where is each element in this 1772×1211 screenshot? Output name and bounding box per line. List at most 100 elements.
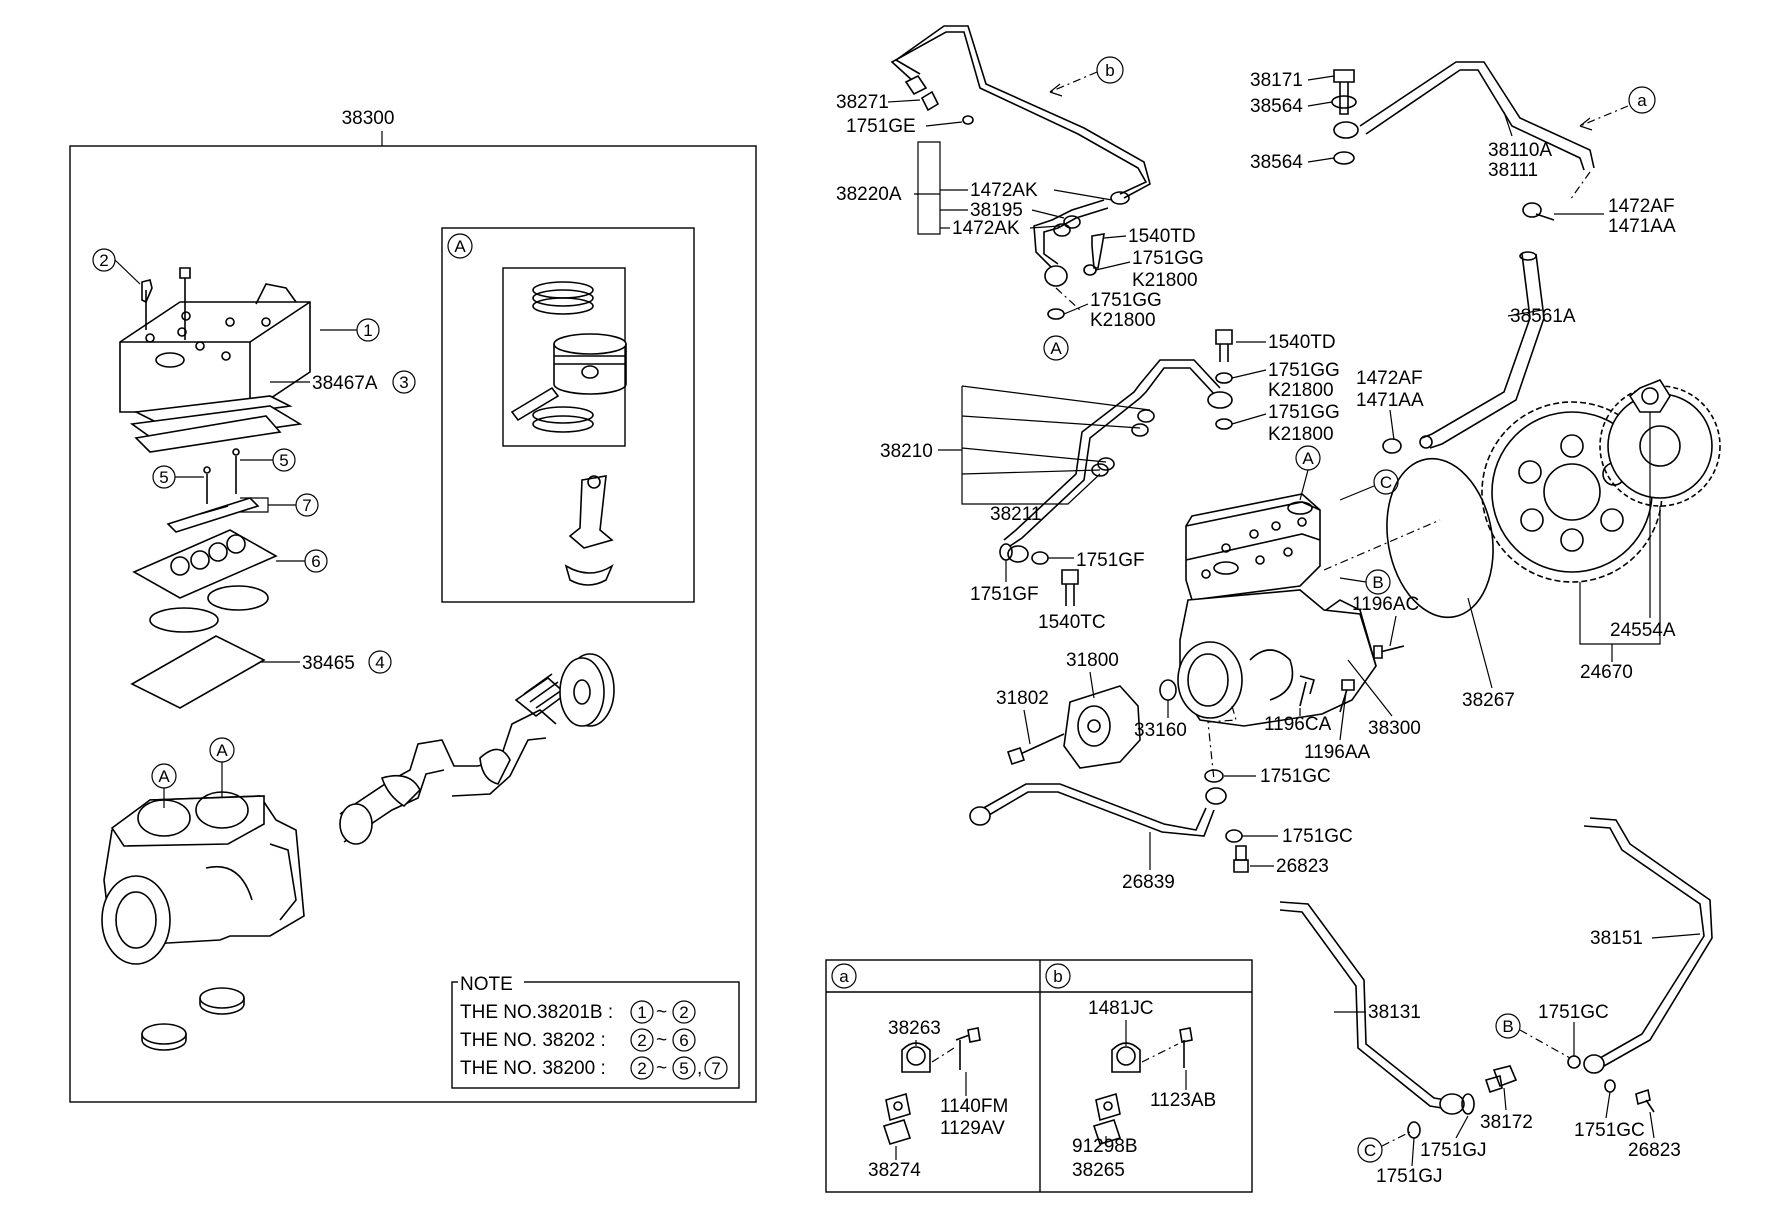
mark-b2: B <box>1502 1017 1513 1036</box>
label-38172: 38172 <box>1480 1112 1533 1133</box>
note-line-3-sep: ~ <box>656 1058 667 1079</box>
coupling-31800 <box>1063 685 1141 769</box>
label-1751gc-1: 1751GC <box>1260 766 1331 787</box>
callout-1: 1 <box>363 321 372 340</box>
label-1196ca: 1196CA <box>1264 714 1332 735</box>
label-24670: 24670 <box>1580 662 1633 683</box>
label-1751gc-4: 1751GC <box>1574 1120 1645 1141</box>
label-k21800-1: K21800 <box>1132 270 1198 291</box>
detail-a-box <box>441 227 695 603</box>
label-1751gf-1: 1751GF <box>1076 550 1145 571</box>
bolt-1196aa <box>1339 679 1355 713</box>
pipe-38220a <box>890 25 1151 269</box>
label-1751gf-2: 1751GF <box>970 584 1039 605</box>
label-26839: 26839 <box>1122 872 1175 893</box>
label-38467a: 38467A <box>312 373 378 394</box>
label-1751ge: 1751GE <box>846 116 916 137</box>
legend-b-1481jc: 1481JC <box>1088 998 1154 1019</box>
note-line-2-sep: ~ <box>656 1030 667 1051</box>
oil-pipe-26839 <box>969 783 1227 837</box>
label-1472af-2: 1472AF <box>1356 368 1423 389</box>
label-38195: 38195 <box>970 200 1023 221</box>
svg-text:,: , <box>697 1058 702 1079</box>
pipe-38210 <box>1003 359 1233 563</box>
screw-5-right <box>232 448 240 494</box>
label-38271: 38271 <box>836 92 889 113</box>
piston <box>553 333 627 395</box>
mark-a-left-1: A <box>158 767 170 786</box>
legend-b-1123ab: 1123AB <box>1150 1090 1216 1111</box>
note-line-2: THE NO. 38202 : 2 ~ 6 <box>460 1028 696 1052</box>
label-1472ak-2: 1472AK <box>952 218 1020 239</box>
label-38267: 38267 <box>1462 690 1515 711</box>
callout-5a: 5 <box>159 468 168 487</box>
pipe-38151 <box>1583 817 1713 1074</box>
label-33160: 33160 <box>1134 720 1187 741</box>
note-line-1-c1: 1 <box>637 1003 646 1022</box>
callout-6: 6 <box>311 552 320 571</box>
label-1471aa-1: 1471AA <box>1608 216 1676 237</box>
note-line-3-c2: 5 <box>679 1059 688 1078</box>
mark-a-mid: A <box>1302 449 1314 468</box>
crank-pulley <box>559 653 615 727</box>
clamp-a <box>882 1027 981 1145</box>
legend-a-1129av: 1129AV <box>940 1118 1005 1139</box>
marker-a-top: a <box>1637 91 1647 110</box>
label-26823-2: 26823 <box>1628 1140 1681 1161</box>
cylinder-head <box>119 283 311 413</box>
label-1751gg-4: 1751GG <box>1268 402 1340 423</box>
label-38111: 38111 <box>1488 160 1538 181</box>
callout-2: 2 <box>99 251 108 270</box>
head-bolt-center <box>179 267 191 340</box>
legend-box <box>825 959 1253 1193</box>
label-1471aa-2: 1471AA <box>1356 390 1424 411</box>
legend-a-38274: 38274 <box>868 1160 921 1181</box>
connecting-rod <box>564 475 614 586</box>
label-1196ac: 1196AC <box>1352 594 1419 615</box>
label-31802: 31802 <box>996 688 1049 709</box>
legend-marker-b: b <box>1053 967 1062 986</box>
clamp-1472af-top <box>1522 202 1555 221</box>
label-1472af-1: 1472AF <box>1608 196 1675 217</box>
crankshaft <box>339 673 568 845</box>
label-38210: 38210 <box>880 441 933 462</box>
note-line-1-c2: 2 <box>679 1003 688 1022</box>
head-bolt-left <box>141 279 153 330</box>
note-title: NOTE <box>460 974 513 995</box>
piston-pin <box>510 386 560 422</box>
bolt-26823-top <box>1233 845 1249 873</box>
label-1751gj-2: 1751GJ <box>1376 1166 1443 1187</box>
callout-3: 3 <box>399 373 408 392</box>
detail-a-marker: A <box>454 237 466 256</box>
label-k21800-4: K21800 <box>1268 424 1334 445</box>
mark-b: B <box>1372 573 1383 592</box>
bolt-1540td-mid <box>1215 329 1233 362</box>
note-line-2-prefix: THE NO. 38202 : <box>460 1030 606 1051</box>
frost-plugs <box>141 987 245 1051</box>
label-1472ak-1: 1472AK <box>970 180 1038 201</box>
callout-5b: 5 <box>279 451 288 470</box>
label-38300-right: 38300 <box>1368 718 1421 739</box>
label-38564-1: 38564 <box>1250 96 1303 117</box>
legend-a-1140fm: 1140FM <box>940 1096 1008 1117</box>
banjo-fittings-top <box>1044 191 1130 287</box>
label-38564-2: 38564 <box>1250 152 1303 173</box>
pipe-38110a <box>1331 61 1595 171</box>
label-38151: 38151 <box>1590 928 1643 949</box>
note-box <box>451 981 740 1089</box>
plug-38172 <box>1484 1065 1518 1094</box>
nut-24554a <box>1628 379 1671 413</box>
gasket-38267 <box>1386 457 1494 619</box>
label-31800: 31800 <box>1066 650 1119 671</box>
label-1751gg-2: 1751GG <box>1090 290 1162 311</box>
label-1540tc: 1540TC <box>1038 612 1106 633</box>
label-1751gj-1: 1751GJ <box>1420 1140 1487 1161</box>
bolt-1196ac <box>1373 645 1405 659</box>
label-k21800-2: K21800 <box>1090 310 1156 331</box>
label-1751gg-3: 1751GG <box>1268 360 1340 381</box>
label-38131: 38131 <box>1368 1002 1421 1023</box>
valve-plate <box>134 415 282 453</box>
label-38171: 38171 <box>1250 70 1303 91</box>
gasket-4 <box>130 635 266 709</box>
